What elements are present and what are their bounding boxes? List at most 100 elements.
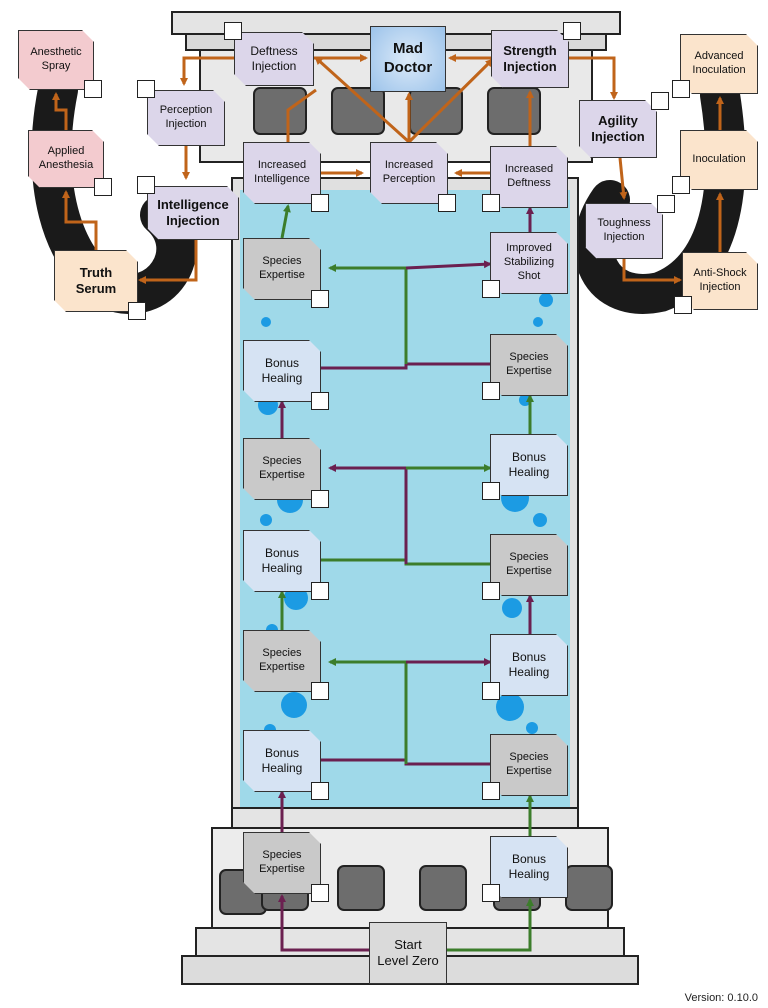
- skill-node-toughness-injection[interactable]: Toughness Injection: [585, 203, 663, 259]
- bubble: [260, 514, 272, 526]
- skill-node-label: Intelligence Injection: [157, 196, 229, 228]
- connector: [622, 259, 682, 284]
- skill-node-species-2[interactable]: Species Expertise: [490, 734, 568, 796]
- skill-node-healing-6[interactable]: Bonus Healing: [243, 340, 321, 402]
- capital-block: [331, 87, 385, 135]
- connector: [569, 56, 618, 100]
- connector-start-left: [278, 894, 370, 952]
- skill-node-healing-3[interactable]: Bonus Healing: [490, 634, 568, 696]
- skill-checkbox-inc-perception[interactable]: [438, 194, 456, 212]
- skill-checkbox-truth-serum[interactable]: [128, 302, 146, 320]
- bubble: [502, 598, 522, 618]
- skill-checkbox-strength-injection[interactable]: [563, 22, 581, 40]
- skill-node-advanced-inoculation[interactable]: Advanced Inoculation: [680, 34, 758, 94]
- skill-checkbox-inoculation[interactable]: [672, 176, 690, 194]
- skill-node-applied-anesthesia[interactable]: Applied Anesthesia: [28, 130, 104, 188]
- skill-checkbox-healing-6[interactable]: [311, 392, 329, 410]
- skill-checkbox-perception-injection[interactable]: [137, 80, 155, 98]
- skill-node-label: Species Expertise: [259, 647, 305, 673]
- skill-checkbox-advanced-inoculation[interactable]: [672, 80, 690, 98]
- skill-node-stabilizing[interactable]: Improved Stabilizing Shot: [490, 232, 568, 294]
- bubble: [284, 586, 308, 610]
- skill-checkbox-toughness-injection[interactable]: [657, 195, 675, 213]
- skill-node-label: Bonus Healing: [508, 450, 550, 479]
- connector: [321, 362, 490, 370]
- skill-node-label: Mad Doctor: [383, 40, 433, 76]
- skill-node-inc-deftness[interactable]: Increased Deftness: [490, 146, 568, 208]
- connector: [314, 56, 411, 144]
- skill-checkbox-species-6[interactable]: [482, 382, 500, 400]
- skill-node-healing-1[interactable]: Bonus Healing: [490, 836, 568, 898]
- skill-node-label: Improved Stabilizing Shot: [503, 242, 555, 282]
- skill-node-label: Bonus Healing: [261, 746, 303, 775]
- skill-node-perception-injection[interactable]: Perception Injection: [147, 90, 225, 146]
- skill-node-healing-5[interactable]: Bonus Healing: [490, 434, 568, 496]
- skill-node-species-1[interactable]: Species Expertise: [243, 832, 321, 894]
- skill-node-anesthetic-spray[interactable]: Anesthetic Spray: [18, 30, 94, 90]
- skill-node-healing-4[interactable]: Bonus Healing: [243, 530, 321, 592]
- skill-node-strength-injection[interactable]: Strength Injection: [491, 30, 569, 88]
- skill-checkbox-stabilizing[interactable]: [482, 280, 500, 298]
- skill-node-deftness-injection[interactable]: Deftness Injection: [234, 32, 314, 86]
- skill-node-mad-doctor[interactable]: Mad Doctor: [370, 26, 446, 92]
- skill-checkbox-agility-injection[interactable]: [651, 92, 669, 110]
- connector-start-right: [446, 898, 534, 952]
- skill-checkbox-anti-shock[interactable]: [674, 296, 692, 314]
- skill-checkbox-species-2[interactable]: [482, 782, 500, 800]
- skill-node-label: Species Expertise: [506, 751, 552, 777]
- skill-node-species-5[interactable]: Species Expertise: [243, 438, 321, 500]
- skill-checkbox-deftness-injection[interactable]: [224, 22, 242, 40]
- connector: [618, 157, 628, 200]
- skill-node-anti-shock[interactable]: Anti-Shock Injection: [682, 252, 758, 310]
- connector: [405, 260, 492, 270]
- skill-node-label: Species Expertise: [506, 351, 552, 377]
- base-block: [419, 865, 467, 911]
- skill-node-agility-injection[interactable]: Agility Injection: [579, 100, 657, 158]
- skill-checkbox-species-4[interactable]: [482, 582, 500, 600]
- skill-checkbox-inc-deftness[interactable]: [482, 194, 500, 212]
- skill-checkbox-species-7[interactable]: [311, 290, 329, 308]
- bubble: [526, 722, 538, 734]
- skill-node-label: Truth Serum: [75, 264, 117, 296]
- capital-block: [487, 87, 541, 135]
- bubble: [539, 293, 553, 307]
- skill-node-label: Species Expertise: [506, 551, 552, 577]
- skill-checkbox-species-3[interactable]: [311, 682, 329, 700]
- skill-node-inc-perception[interactable]: Increased Perception: [370, 142, 448, 204]
- skill-checkbox-inc-intelligence[interactable]: [311, 194, 329, 212]
- skill-node-species-7[interactable]: Species Expertise: [243, 238, 321, 300]
- skill-checkbox-healing-2[interactable]: [311, 782, 329, 800]
- skill-node-inc-intelligence[interactable]: Increased Intelligence: [243, 142, 321, 204]
- skill-node-label: Deftness Injection: [250, 44, 298, 73]
- skill-node-label: Applied Anesthesia: [38, 145, 94, 171]
- skill-node-inoculation[interactable]: Inoculation: [680, 130, 758, 190]
- bubble: [261, 317, 271, 327]
- skill-node-label: Species Expertise: [259, 849, 305, 875]
- skill-checkbox-healing-1[interactable]: [482, 884, 500, 902]
- skill-node-truth-serum[interactable]: Truth Serum: [54, 250, 138, 312]
- capital-block: [409, 87, 463, 135]
- capital-block: [253, 87, 307, 135]
- skill-checkbox-applied-anesthesia[interactable]: [94, 178, 112, 196]
- skill-checkbox-healing-3[interactable]: [482, 682, 500, 700]
- skill-node-start[interactable]: Start Level Zero: [369, 922, 447, 984]
- bubble: [496, 693, 524, 721]
- skill-node-label: Species Expertise: [259, 455, 305, 481]
- skill-checkbox-healing-4[interactable]: [311, 582, 329, 600]
- skill-node-healing-2[interactable]: Bonus Healing: [243, 730, 321, 792]
- skill-checkbox-species-1[interactable]: [311, 884, 329, 902]
- skill-checkbox-healing-5[interactable]: [482, 482, 500, 500]
- skill-node-label: Increased Deftness: [504, 163, 554, 189]
- skill-node-label: Toughness Injection: [597, 217, 651, 243]
- skill-checkbox-anesthetic-spray[interactable]: [84, 80, 102, 98]
- skill-node-label: Anti-Shock Injection: [693, 267, 747, 293]
- skill-node-species-6[interactable]: Species Expertise: [490, 334, 568, 396]
- skill-node-label: Bonus Healing: [261, 546, 303, 575]
- skill-node-species-3[interactable]: Species Expertise: [243, 630, 321, 692]
- skill-checkbox-intelligence-injection[interactable]: [137, 176, 155, 194]
- skill-node-intelligence-injection[interactable]: Intelligence Injection: [147, 186, 239, 240]
- skill-checkbox-species-5[interactable]: [311, 490, 329, 508]
- bubble: [533, 513, 547, 527]
- skill-node-species-4[interactable]: Species Expertise: [490, 534, 568, 596]
